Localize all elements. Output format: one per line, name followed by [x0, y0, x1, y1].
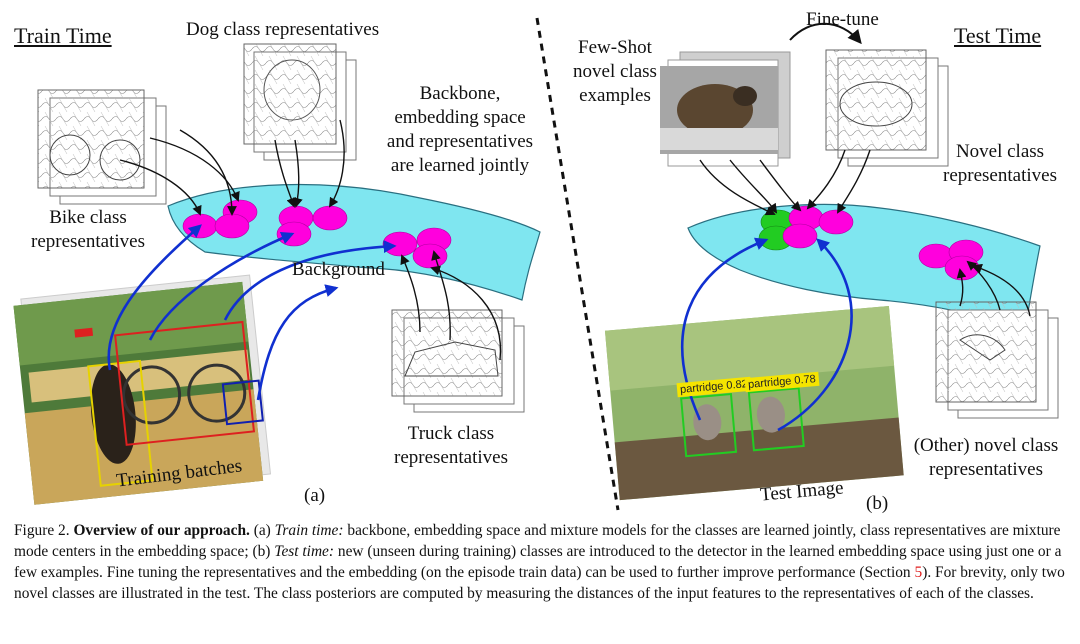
- divider-dashed-line: [535, 17, 620, 511]
- test-image: [604, 305, 904, 501]
- truck-representatives-stack: [391, 309, 525, 413]
- caption-part1: backbone, embedding space and mixture mo…: [14, 522, 1061, 560]
- right-black-arrows: [699, 149, 1031, 317]
- caption-part2: new (unseen during training) classes are…: [14, 543, 1062, 581]
- backbone-label: Backbone, embedding space and representa…: [386, 83, 534, 176]
- train-time-heading: Train Time: [14, 23, 112, 48]
- subfigure-b-label: (b): [866, 493, 889, 514]
- caption-b-term: Test time:: [274, 543, 335, 560]
- bike-representatives-stack: [37, 89, 167, 205]
- other-novel-representatives-stack: [935, 301, 1059, 419]
- left-black-arrows: [119, 119, 502, 361]
- caption-fig-label: Figure 2.: [14, 522, 70, 539]
- caption-b-marker: (b): [252, 543, 271, 560]
- truck-class-label: Truck class representatives: [394, 423, 508, 468]
- dog-representatives-stack: [243, 43, 357, 161]
- few-shot-label: Few-Shot novel class examples: [573, 37, 657, 106]
- subfigure-a-label: (a): [304, 485, 326, 506]
- truck-class-blobs: [382, 227, 452, 269]
- bike-class-label: Bike class representatives: [31, 207, 145, 252]
- caption-a-term: Train time:: [274, 522, 344, 539]
- novel-class-label: Novel class representatives: [943, 141, 1057, 186]
- figure-diagram: [13, 17, 1059, 511]
- caption-section-ref[interactable]: 5: [914, 564, 923, 581]
- training-batch-image: [13, 274, 272, 505]
- fine-tune-label: Fine-tune: [806, 9, 879, 30]
- dog-class-label: Dog class representatives: [186, 19, 380, 40]
- embedding-space-left: [167, 183, 541, 301]
- left-blue-arrows: [107, 224, 397, 401]
- caption-a-marker: (a): [253, 522, 271, 539]
- other-novel-label: (Other) novel class representatives: [913, 435, 1059, 480]
- few-shot-example-image: [660, 51, 791, 167]
- figure-caption: Figure 2. Overview of our approach. (a) …: [14, 520, 1074, 604]
- background-label: Background: [292, 259, 385, 280]
- novel-class-representatives-stack: [825, 49, 949, 167]
- caption-title: Overview of our approach.: [73, 522, 250, 539]
- fine-tune-arrow: [789, 22, 862, 45]
- test-time-heading: Test Time: [954, 23, 1042, 48]
- other-novel-class-blobs: [918, 239, 984, 281]
- novel-class-blobs: [782, 205, 854, 249]
- caption-part3: ). For brevity, only two novel classes a…: [14, 564, 1065, 602]
